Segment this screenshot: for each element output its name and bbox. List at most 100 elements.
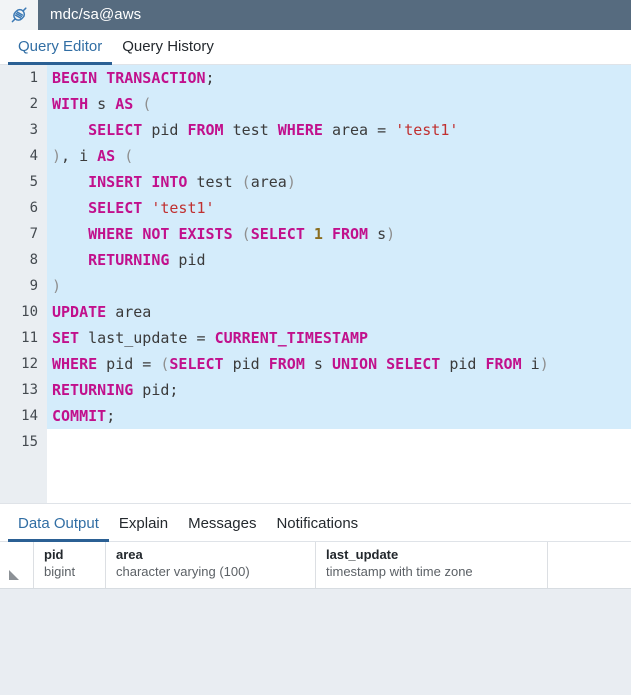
code-token: i bbox=[521, 355, 540, 373]
result-grid-body bbox=[0, 589, 631, 695]
result-grid-header: pid bigint area character varying (100) last… bbox=[0, 542, 631, 589]
code-line[interactable]: WITH s AS ( bbox=[47, 91, 631, 117]
line-number: 10 bbox=[21, 304, 38, 320]
code-line[interactable]: ) bbox=[47, 273, 631, 299]
code-token: 'test1' bbox=[395, 121, 459, 139]
line-number: 11 bbox=[21, 330, 38, 346]
line-number: 12 bbox=[21, 356, 38, 372]
code-token bbox=[52, 225, 88, 243]
line-number: 2 bbox=[29, 96, 38, 112]
code-line[interactable]: UPDATE area bbox=[47, 299, 631, 325]
result-grid: pid bigint area character varying (100) last… bbox=[0, 542, 631, 695]
line-number: 8 bbox=[29, 252, 38, 268]
tab-messages[interactable]: Messages bbox=[188, 515, 257, 532]
code-token: , i bbox=[61, 147, 98, 165]
code-line[interactable]: SELECT 'test1' bbox=[47, 195, 631, 221]
code-token: SELECT bbox=[250, 225, 305, 243]
grid-column-type: bigint bbox=[44, 564, 76, 579]
code-token: ( bbox=[142, 95, 152, 113]
code-token: ; bbox=[106, 407, 116, 425]
code-token bbox=[52, 121, 88, 139]
output-panel: Data Output Explain Messages Notificatio… bbox=[0, 504, 631, 695]
code-token: ) bbox=[386, 225, 396, 243]
tab-query-history[interactable]: Query History bbox=[122, 38, 214, 55]
code-token: WHERE bbox=[88, 225, 134, 243]
line-number: 1 bbox=[29, 70, 38, 86]
code-token: INTO bbox=[151, 173, 188, 191]
tab-notifications[interactable]: Notifications bbox=[276, 515, 359, 532]
code-token: area bbox=[250, 173, 287, 191]
code-line[interactable]: INSERT INTO test (area) bbox=[47, 169, 631, 195]
sort-corner-triangle-icon bbox=[9, 570, 19, 580]
code-line[interactable]: SELECT pid FROM test WHERE area = 'test1… bbox=[47, 117, 631, 143]
tab-data-output[interactable]: Data Output bbox=[8, 515, 109, 542]
grid-column-name: pid bbox=[44, 547, 64, 562]
code-token: ; bbox=[205, 69, 215, 87]
code-area[interactable]: BEGIN TRANSACTION;WITH s AS ( SELECT pid… bbox=[47, 65, 631, 503]
connection-title: mdc/sa@aws bbox=[50, 6, 142, 23]
code-token: s bbox=[304, 355, 332, 373]
grid-column-header[interactable] bbox=[548, 542, 631, 588]
code-token bbox=[323, 225, 332, 243]
grid-column-header[interactable]: pid bigint bbox=[34, 542, 106, 588]
grid-column-header[interactable]: area character varying (100) bbox=[106, 542, 316, 588]
code-token: ( bbox=[241, 225, 251, 243]
code-token bbox=[377, 355, 386, 373]
code-line[interactable]: RETURNING pid bbox=[47, 247, 631, 273]
code-token: COMMIT bbox=[52, 407, 107, 425]
code-token bbox=[52, 173, 88, 191]
code-token: pid bbox=[133, 381, 170, 399]
code-line[interactable]: COMMIT; bbox=[47, 403, 631, 429]
grid-corner-cell[interactable] bbox=[0, 542, 34, 588]
tab-query-editor[interactable]: Query Editor bbox=[8, 38, 113, 65]
grid-column-name: last_update bbox=[326, 547, 399, 562]
code-token: BEGIN bbox=[52, 69, 98, 87]
code-token: ( bbox=[160, 355, 170, 373]
code-line[interactable] bbox=[47, 429, 631, 455]
line-number: 15 bbox=[21, 434, 38, 450]
code-token: s bbox=[368, 225, 387, 243]
line-number: 7 bbox=[29, 226, 38, 242]
line-number: 9 bbox=[29, 278, 38, 294]
code-line[interactable]: RETURNING pid; bbox=[47, 377, 631, 403]
code-token: pid bbox=[440, 355, 486, 373]
code-line[interactable]: WHERE pid = (SELECT pid FROM s UNION SEL… bbox=[47, 351, 631, 377]
code-token: SELECT bbox=[88, 199, 143, 217]
tab-explain[interactable]: Explain bbox=[118, 515, 169, 532]
code-token: ) bbox=[52, 277, 62, 295]
code-token: test bbox=[223, 121, 278, 139]
code-token: FROM bbox=[187, 121, 224, 139]
grid-column-type: character varying (100) bbox=[116, 564, 250, 579]
code-line[interactable]: BEGIN TRANSACTION; bbox=[47, 65, 631, 91]
code-token: s bbox=[88, 95, 116, 113]
code-token bbox=[133, 225, 142, 243]
code-token: test bbox=[187, 173, 242, 191]
line-number: 13 bbox=[21, 382, 38, 398]
connection-icon-box[interactable] bbox=[0, 0, 38, 30]
code-token: SELECT bbox=[386, 355, 441, 373]
code-line[interactable]: ), i AS ( bbox=[47, 143, 631, 169]
code-line[interactable]: SET last_update = CURRENT_TIMESTAMP bbox=[47, 325, 631, 351]
code-token bbox=[142, 199, 151, 217]
code-token bbox=[52, 199, 88, 217]
line-number: 4 bbox=[29, 148, 38, 164]
grid-column-name: area bbox=[116, 547, 143, 562]
code-token: AS bbox=[97, 147, 116, 165]
code-token: FROM bbox=[331, 225, 369, 243]
code-token: ( bbox=[241, 173, 251, 191]
connection-bar: mdc/sa@aws bbox=[0, 0, 631, 30]
code-token: pid = bbox=[97, 355, 161, 373]
code-token: WHERE bbox=[277, 121, 323, 139]
code-line[interactable]: WHERE NOT EXISTS (SELECT 1 FROM s) bbox=[47, 221, 631, 247]
code-token: ) bbox=[52, 147, 62, 165]
code-token bbox=[305, 225, 314, 243]
code-token: ) bbox=[539, 355, 549, 373]
code-token: ( bbox=[124, 147, 134, 165]
code-token: FROM bbox=[268, 355, 305, 373]
line-number: 3 bbox=[29, 122, 38, 138]
code-token: SET bbox=[52, 329, 80, 347]
code-token bbox=[233, 225, 242, 243]
